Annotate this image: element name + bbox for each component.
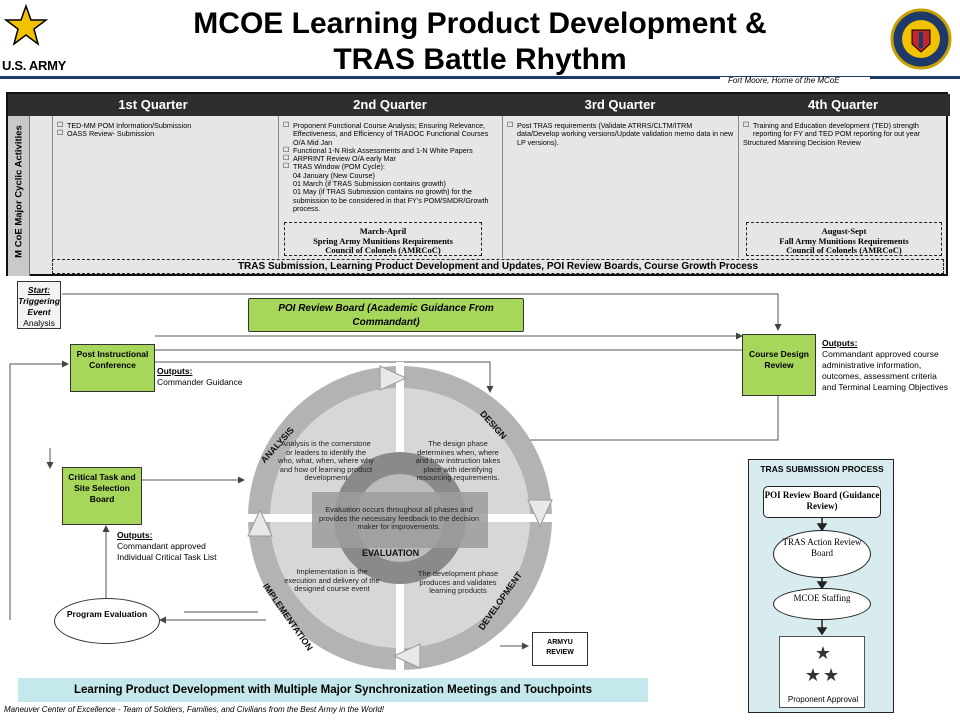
list-subitem: Structured Manning Decision Review <box>743 137 861 147</box>
list-item: Proponent Functional Course Analysis; En… <box>283 121 498 147</box>
implementation-description: Implementation is the execution and deli… <box>284 567 380 594</box>
addie-ring <box>244 362 556 674</box>
tras-step-poi-review: POI Review Board (Guidance Review) <box>763 486 881 518</box>
tras-panel-title: TRAS SUBMISSION PROCESS <box>760 464 884 474</box>
list-item: TED-MM POM Information/Submission <box>57 121 274 130</box>
post-instructional-conference: Post Instructional Conference <box>70 344 155 392</box>
list-item: Training and Education development (TED)… <box>743 121 944 139</box>
footer-slogan: Maneuver Center of Excellence - Team of … <box>4 705 384 714</box>
quarter-4-column: Training and Education development (TED)… <box>738 116 948 258</box>
list-item: Post TRAS requirements (Validate ATRRS/C… <box>507 121 734 147</box>
course-design-outputs: Outputs: Commandant approved course admi… <box>822 338 948 392</box>
home-tag <box>720 77 870 87</box>
army-wordmark: U.S. ARMY <box>2 58 66 73</box>
fall-amrcoc-box: August-Sept Fall Army Munitions Requirem… <box>746 222 942 256</box>
list-subitem: 04 January (New Course) <box>293 170 375 180</box>
army-star-icon <box>4 4 48 46</box>
tras-panel-arrows <box>816 518 828 636</box>
quarter-2-column: Proponent Functional Course Analysis; En… <box>278 116 502 258</box>
quarter-1-header: 1st Quarter <box>28 94 278 116</box>
side-label: M CoE Major Cyclic Activities <box>8 116 30 276</box>
post-conf-outputs: Outputs: Commander Guidance <box>157 366 243 387</box>
design-description: The design phase determines when, where … <box>415 439 501 483</box>
phase-evaluation-label: EVALUATION <box>362 548 420 558</box>
analysis-description: Analysis is the cornerstone or leaders t… <box>278 439 374 483</box>
list-item: OASS Review- Submission <box>57 129 274 138</box>
critical-task-site-selection-board: Critical Task and Site Selection Board <box>62 467 142 525</box>
tras-step-proponent-approval: ★ ★★ Proponent Approval <box>779 636 865 708</box>
quarterly-activities-grid: 1st Quarter 2nd Quarter 3rd Quarter 4th … <box>6 92 950 276</box>
armyu-review: ARMYU REVIEW <box>532 632 588 666</box>
cycle-arrows <box>247 365 553 669</box>
home-text: Fort Moore, Home of the MCoE <box>728 76 840 85</box>
program-evaluation: Program Evaluation <box>54 598 160 644</box>
tras-step-mcoe-staffing: MCOE Staffing <box>773 588 871 620</box>
list-subitem: 01 March (if TRAS Submission contains gr… <box>293 179 446 189</box>
header-rule <box>0 76 960 84</box>
quarter-1-column: TED-MM POM Information/Submission OASS R… <box>52 116 278 258</box>
mcoe-seal-icon <box>890 8 952 70</box>
tras-step-action-review: TRAS Action Review Board <box>773 530 871 578</box>
two-star-icon: ★★ <box>804 665 842 685</box>
ctssb-outputs: Outputs: Commandant approved Individual … <box>117 530 217 562</box>
page-title: MCOE Learning Product Development & TRAS… <box>193 7 767 76</box>
addie-cycle-diagram <box>244 362 556 674</box>
list-item: ARPRINT Review O/A early Mar <box>283 154 498 163</box>
list-item: Functional 1-N Risk Assessments and 1-N … <box>283 146 498 155</box>
quarter-4-header: 4th Quarter <box>738 94 948 116</box>
proponent-approval-label: Proponent Approval <box>787 695 859 704</box>
development-description: The development phase produces and valid… <box>417 569 499 596</box>
quarter-3-column: Post TRAS requirements (Validate ATRRS/C… <box>502 116 738 258</box>
start-triggering-event: Start: Triggering Event Analysis <box>17 281 61 329</box>
tras-submission-bar: TRAS Submission, Learning Product Develo… <box>52 259 944 274</box>
poi-review-board: POI Review Board (Academic Guidance From… <box>248 298 524 332</box>
evaluation-description: Evaluation occurs throughout all phases … <box>318 505 480 532</box>
quarter-3-header: 3rd Quarter <box>502 94 738 116</box>
star-icon: ★ <box>814 643 832 663</box>
spring-amrcoc-box: March-April Spring Army Munitions Requir… <box>284 222 482 256</box>
bottom-banner: Learning Product Development with Multip… <box>18 678 648 702</box>
quarter-2-header: 2nd Quarter <box>278 94 502 116</box>
tras-submission-panel: TRAS SUBMISSION PROCESS POI Review Board… <box>748 459 894 713</box>
list-item: TRAS Window (POM Cycle): <box>283 163 498 172</box>
course-design-review: Course Design Review <box>742 334 816 396</box>
list-subitem: 01 May (if TRAS Submission contains no g… <box>293 187 489 213</box>
